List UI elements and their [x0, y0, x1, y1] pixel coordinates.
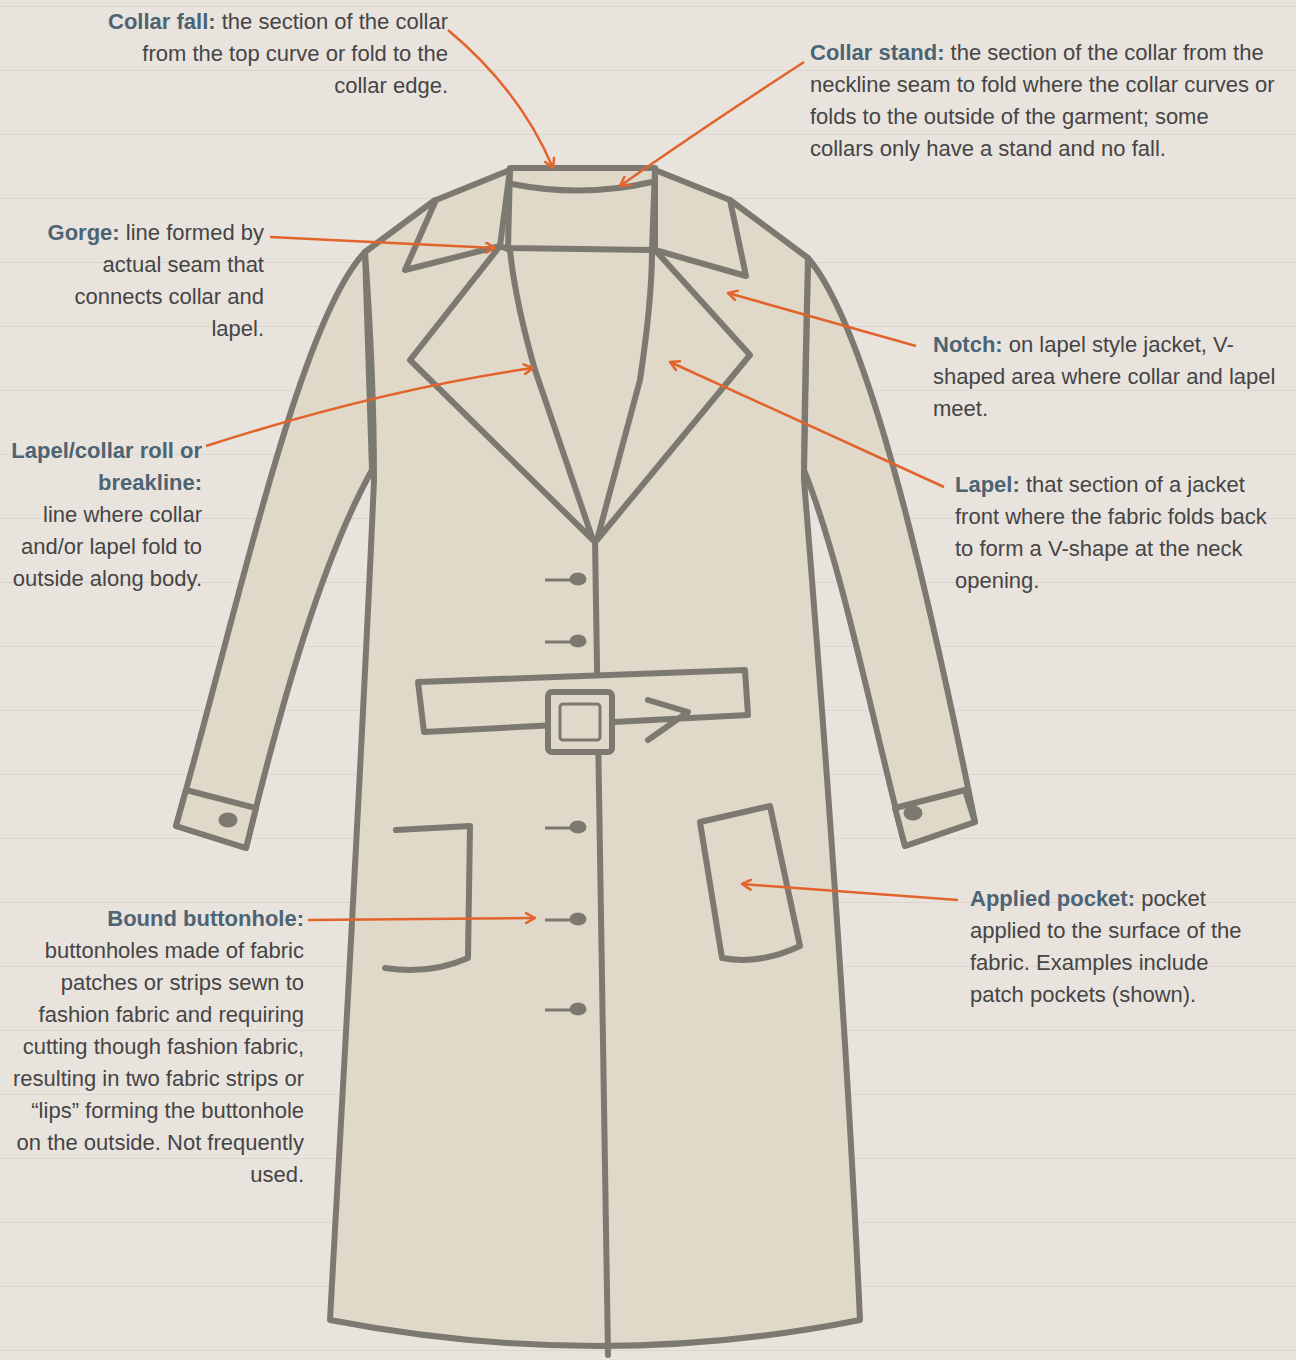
leader-line: [742, 884, 958, 900]
right-collar: [655, 170, 746, 276]
spacer: [216, 9, 222, 34]
leader-line: [270, 237, 495, 248]
right-lapel: [597, 250, 750, 540]
leader-lines: [206, 30, 958, 920]
term-heading: Notch:: [933, 332, 1003, 357]
term-heading: Collar stand:: [810, 40, 944, 65]
spacer: [1020, 472, 1026, 497]
spacer: [1003, 332, 1009, 357]
belt-tip: [648, 700, 688, 740]
term-definition: buttonholes made of fabric patches or st…: [13, 938, 304, 1187]
neckline-seam: [512, 182, 652, 191]
right-cuff: [895, 790, 975, 846]
term-definition: line where collar and/or lapel fold to o…: [13, 502, 202, 591]
center-front: [595, 540, 608, 1355]
term-heading: Lapel/collar roll or breakline:: [4, 435, 202, 499]
leader-line: [448, 30, 553, 168]
spacer: [944, 40, 950, 65]
leader-line: [728, 293, 916, 346]
term-heading: Lapel:: [955, 472, 1020, 497]
spacer: [120, 220, 126, 245]
callout-label: Lapel/collar roll or breakline: line whe…: [4, 435, 202, 595]
term-heading: Gorge:: [48, 220, 120, 245]
left-pocket: [385, 826, 470, 970]
buttons: [220, 574, 921, 1014]
collar-stand-back: [508, 168, 655, 250]
callout-label: Applied pocket: pocket applied to the su…: [970, 883, 1260, 1011]
term-heading: Bound buttonhole:: [8, 903, 304, 935]
buckle: [548, 692, 612, 752]
callout-label: Gorge: line formed by actual seam that c…: [30, 217, 264, 345]
term-heading: Collar fall:: [108, 9, 216, 34]
buckle-inner: [560, 704, 600, 740]
callout-label: Notch: on lapel style jacket, V-shaped a…: [933, 329, 1278, 425]
leader-line: [620, 62, 804, 186]
callout-label: Lapel: that section of a jacket front wh…: [955, 469, 1290, 597]
leader-line: [670, 362, 944, 487]
callout-label: Collar fall: the section of the collar f…: [100, 6, 448, 102]
left-sleeve: [176, 252, 372, 848]
leader-line: [206, 368, 533, 446]
coat-body: [330, 200, 860, 1346]
left-cuff: [176, 790, 256, 848]
spacer: [1135, 886, 1141, 911]
right-pocket: [700, 806, 800, 960]
callout-label: Collar stand: the section of the collar …: [810, 37, 1275, 165]
callout-label: Bound buttonhole: buttonholes made of fa…: [8, 903, 304, 1191]
left-lapel: [410, 246, 593, 540]
term-heading: Applied pocket:: [970, 886, 1135, 911]
leader-line: [308, 918, 535, 920]
